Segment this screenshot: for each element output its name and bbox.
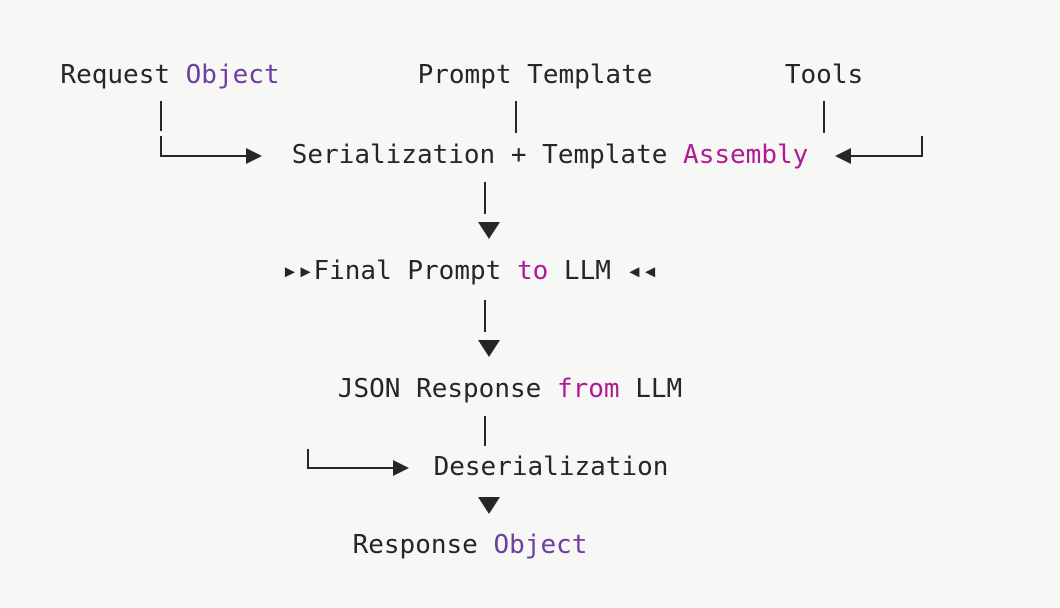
connector-json-response-vertical	[484, 416, 486, 446]
connector-final-prompt-arrowhead-icon	[478, 340, 500, 357]
connector-final-prompt-vertical	[484, 300, 486, 332]
connector-tools-arrowhead-icon	[835, 148, 851, 164]
node-deserialization: Deserialization	[434, 454, 669, 480]
node-final-prompt-label-part2: LLM	[548, 256, 627, 286]
node-request-object-highlight: Object	[185, 60, 280, 90]
node-final-prompt: ▸▸Final Prompt to LLM ◂◂	[282, 258, 658, 284]
connector-request-stub	[160, 101, 162, 131]
marker-right-icon: ◂◂	[626, 256, 658, 286]
connector-serialization-arrowhead-icon	[478, 222, 500, 239]
node-json-response-label-part2: LLM	[619, 374, 683, 404]
connector-tools-elbow-horizontal	[851, 155, 923, 157]
node-final-prompt-label-part1: Final Prompt	[313, 256, 517, 286]
node-response-object-highlight: Object	[493, 530, 588, 560]
connector-request-elbow-horizontal	[160, 155, 248, 157]
connector-request-elbow-vertical	[160, 136, 162, 157]
node-deserialization-label: Deserialization	[433, 452, 669, 482]
node-json-response: JSON Response from LLM	[338, 376, 682, 402]
node-prompt-template-label: Prompt Template	[417, 60, 653, 90]
node-serialization-highlight: Assembly	[683, 140, 809, 170]
connector-prompt-template-vertical	[515, 101, 517, 133]
connector-response-object-arrowhead-icon	[478, 497, 500, 514]
node-json-response-highlight: from	[556, 374, 620, 404]
connector-tools-elbow-vertical	[921, 136, 923, 157]
node-final-prompt-highlight: to	[516, 256, 549, 286]
node-request-object-label: Request	[60, 60, 186, 90]
node-tools: Tools	[785, 62, 863, 88]
node-response-object: Response Object	[353, 532, 588, 558]
node-tools-label: Tools	[784, 60, 864, 90]
connector-deserialization-elbow-vertical	[307, 449, 309, 469]
node-serialization-label: Serialization + Template	[291, 140, 684, 170]
node-request-object: Request Object	[60, 62, 279, 88]
connector-serialization-vertical	[484, 182, 486, 214]
connector-tools-stub	[823, 101, 825, 133]
node-prompt-template: Prompt Template	[418, 62, 653, 88]
connector-deserialization-elbow-horizontal	[307, 467, 395, 469]
marker-left-icon: ▸▸	[282, 256, 314, 286]
connector-request-arrowhead-icon	[246, 148, 262, 164]
node-serialization: Serialization + Template Assembly	[292, 142, 809, 168]
node-response-object-label: Response	[352, 530, 494, 560]
connector-deserialization-arrowhead-icon	[393, 460, 409, 476]
node-json-response-label-part1: JSON Response	[337, 374, 557, 404]
